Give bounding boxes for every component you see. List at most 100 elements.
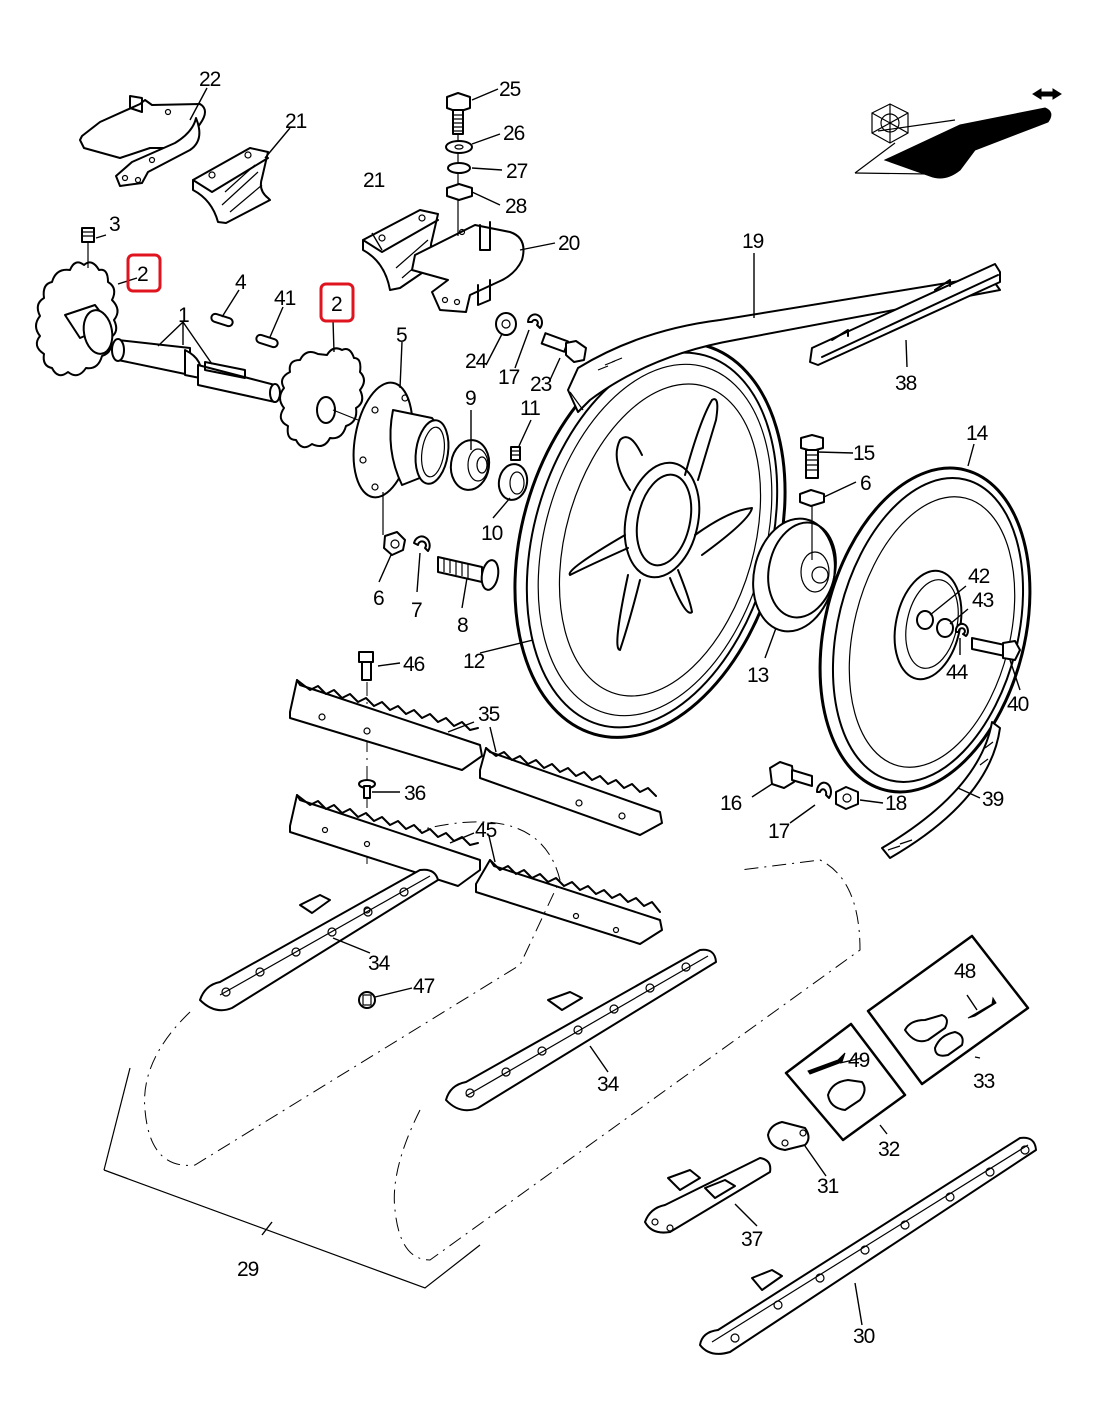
callout-13: 13 [747, 664, 769, 687]
part-28-nut [446, 183, 473, 201]
callouts: 22 21 21 3 2 2 1 4 41 5 25 26 27 28 20 1… [109, 68, 1030, 1348]
callout-29: 29 [237, 1258, 259, 1281]
callout-44: 44 [946, 661, 969, 684]
part-8-carriage-bolt [437, 556, 500, 591]
callout-16: 16 [720, 792, 742, 815]
part-33-connecting-link-kit [866, 934, 1030, 1086]
part-3-set-screw [81, 227, 95, 268]
highlight-box-2-middle [319, 282, 355, 323]
callout-28: 28 [505, 195, 527, 218]
callout-25: 25 [499, 78, 521, 101]
part-23-bolt [540, 332, 587, 363]
part-4-key [210, 312, 234, 328]
callout-6: 6 [860, 472, 871, 495]
callout-3: 3 [109, 213, 120, 236]
callout-9: 9 [465, 387, 476, 410]
part-18-nut [835, 786, 859, 810]
part-36-rivet [358, 779, 376, 799]
callout-39: 39 [982, 788, 1004, 811]
callout-36: 36 [404, 782, 426, 805]
callout-49: 49 [848, 1049, 870, 1072]
callout-45: 45 [475, 819, 497, 842]
callout-18: 18 [885, 792, 907, 815]
callout-20: 20 [558, 232, 580, 255]
callout-22: 22 [199, 68, 221, 91]
callout-6: 6 [373, 587, 384, 610]
callout-1: 1 [178, 304, 189, 327]
part-30-roller-chain [699, 1136, 1037, 1355]
part-37-attachment-link [644, 1157, 772, 1234]
callout-34: 34 [368, 952, 391, 975]
callout-47: 47 [413, 975, 435, 998]
part-24-washer [495, 312, 517, 336]
callout-35: 35 [478, 703, 500, 726]
callout-46: 46 [403, 653, 425, 676]
callout-27: 27 [506, 160, 528, 183]
part-44-lock-washer [954, 622, 969, 637]
part-6-nut-left [383, 531, 406, 556]
part-41-key [255, 333, 279, 349]
part-15-bolt [800, 434, 824, 479]
callout-23: 23 [530, 373, 552, 396]
part-14-idler-wheel [818, 466, 1032, 794]
callout-30: 30 [853, 1325, 875, 1348]
part-40-bolt [971, 637, 1021, 661]
callout-17: 17 [498, 366, 520, 389]
callout-14: 14 [966, 422, 989, 445]
callout-42: 42 [968, 565, 990, 588]
callout-10: 10 [481, 522, 503, 545]
callout-17: 17 [768, 820, 790, 843]
callout-31: 31 [817, 1175, 839, 1198]
double-arrow-icon [1032, 88, 1062, 100]
part-11-set-screw [510, 446, 521, 461]
part-5-hub [352, 381, 450, 499]
part-22-bracket [79, 95, 206, 187]
part-9-bearing [449, 439, 491, 491]
callout-40: 40 [1007, 693, 1029, 716]
part-34-chain-upper [199, 868, 439, 1012]
part-38-guide-channel [809, 263, 1001, 366]
part-45-toothed-bar-left [289, 794, 481, 887]
highlight-box-2-left [126, 253, 162, 293]
callout-21: 21 [285, 110, 307, 133]
callout-37: 37 [741, 1228, 763, 1251]
part-17-lock-washer-top [527, 313, 543, 329]
callout-2: 2 [331, 293, 342, 316]
callout-24: 24 [465, 350, 488, 373]
part-16-bolt [769, 761, 813, 789]
callout-15: 15 [853, 442, 875, 465]
callout-21: 21 [363, 169, 385, 192]
callout-33: 33 [973, 1070, 995, 1093]
part-45-toothed-bar-right [475, 859, 663, 945]
part-10-collar [497, 463, 529, 501]
callout-4: 4 [235, 271, 247, 294]
part-26-washer [445, 140, 473, 154]
callout-34: 34 [597, 1073, 620, 1096]
callout-38: 38 [895, 372, 917, 395]
callout-48: 48 [954, 960, 976, 983]
part-25-bolt [446, 92, 471, 135]
callout-32: 32 [878, 1138, 900, 1161]
callout-41: 41 [274, 287, 296, 310]
part-43-washer [936, 618, 954, 638]
callout-11: 11 [520, 397, 540, 420]
part-35-toothed-bar-left [289, 679, 483, 771]
part-20-bracket [411, 221, 525, 313]
part-7-lock-washer [413, 535, 431, 552]
callout-5: 5 [396, 324, 407, 347]
part-6-nut-right [799, 489, 825, 507]
callout-26: 26 [503, 122, 525, 145]
part-1-shaft [111, 338, 281, 403]
part-39-belt-segment [881, 721, 1001, 859]
part-46-bolt [358, 651, 374, 681]
part-35-toothed-bar-right [479, 747, 663, 836]
part-29-conveyor-outline [103, 821, 861, 1289]
part-47-nut [358, 991, 376, 1009]
part-17-lock-washer-bottom [815, 781, 832, 799]
part-42-washer [916, 610, 934, 630]
part-32-offset-link-kit [784, 1022, 907, 1142]
callout-2: 2 [137, 263, 148, 286]
callout-43: 43 [972, 589, 994, 612]
part-21-block-left [192, 147, 271, 224]
